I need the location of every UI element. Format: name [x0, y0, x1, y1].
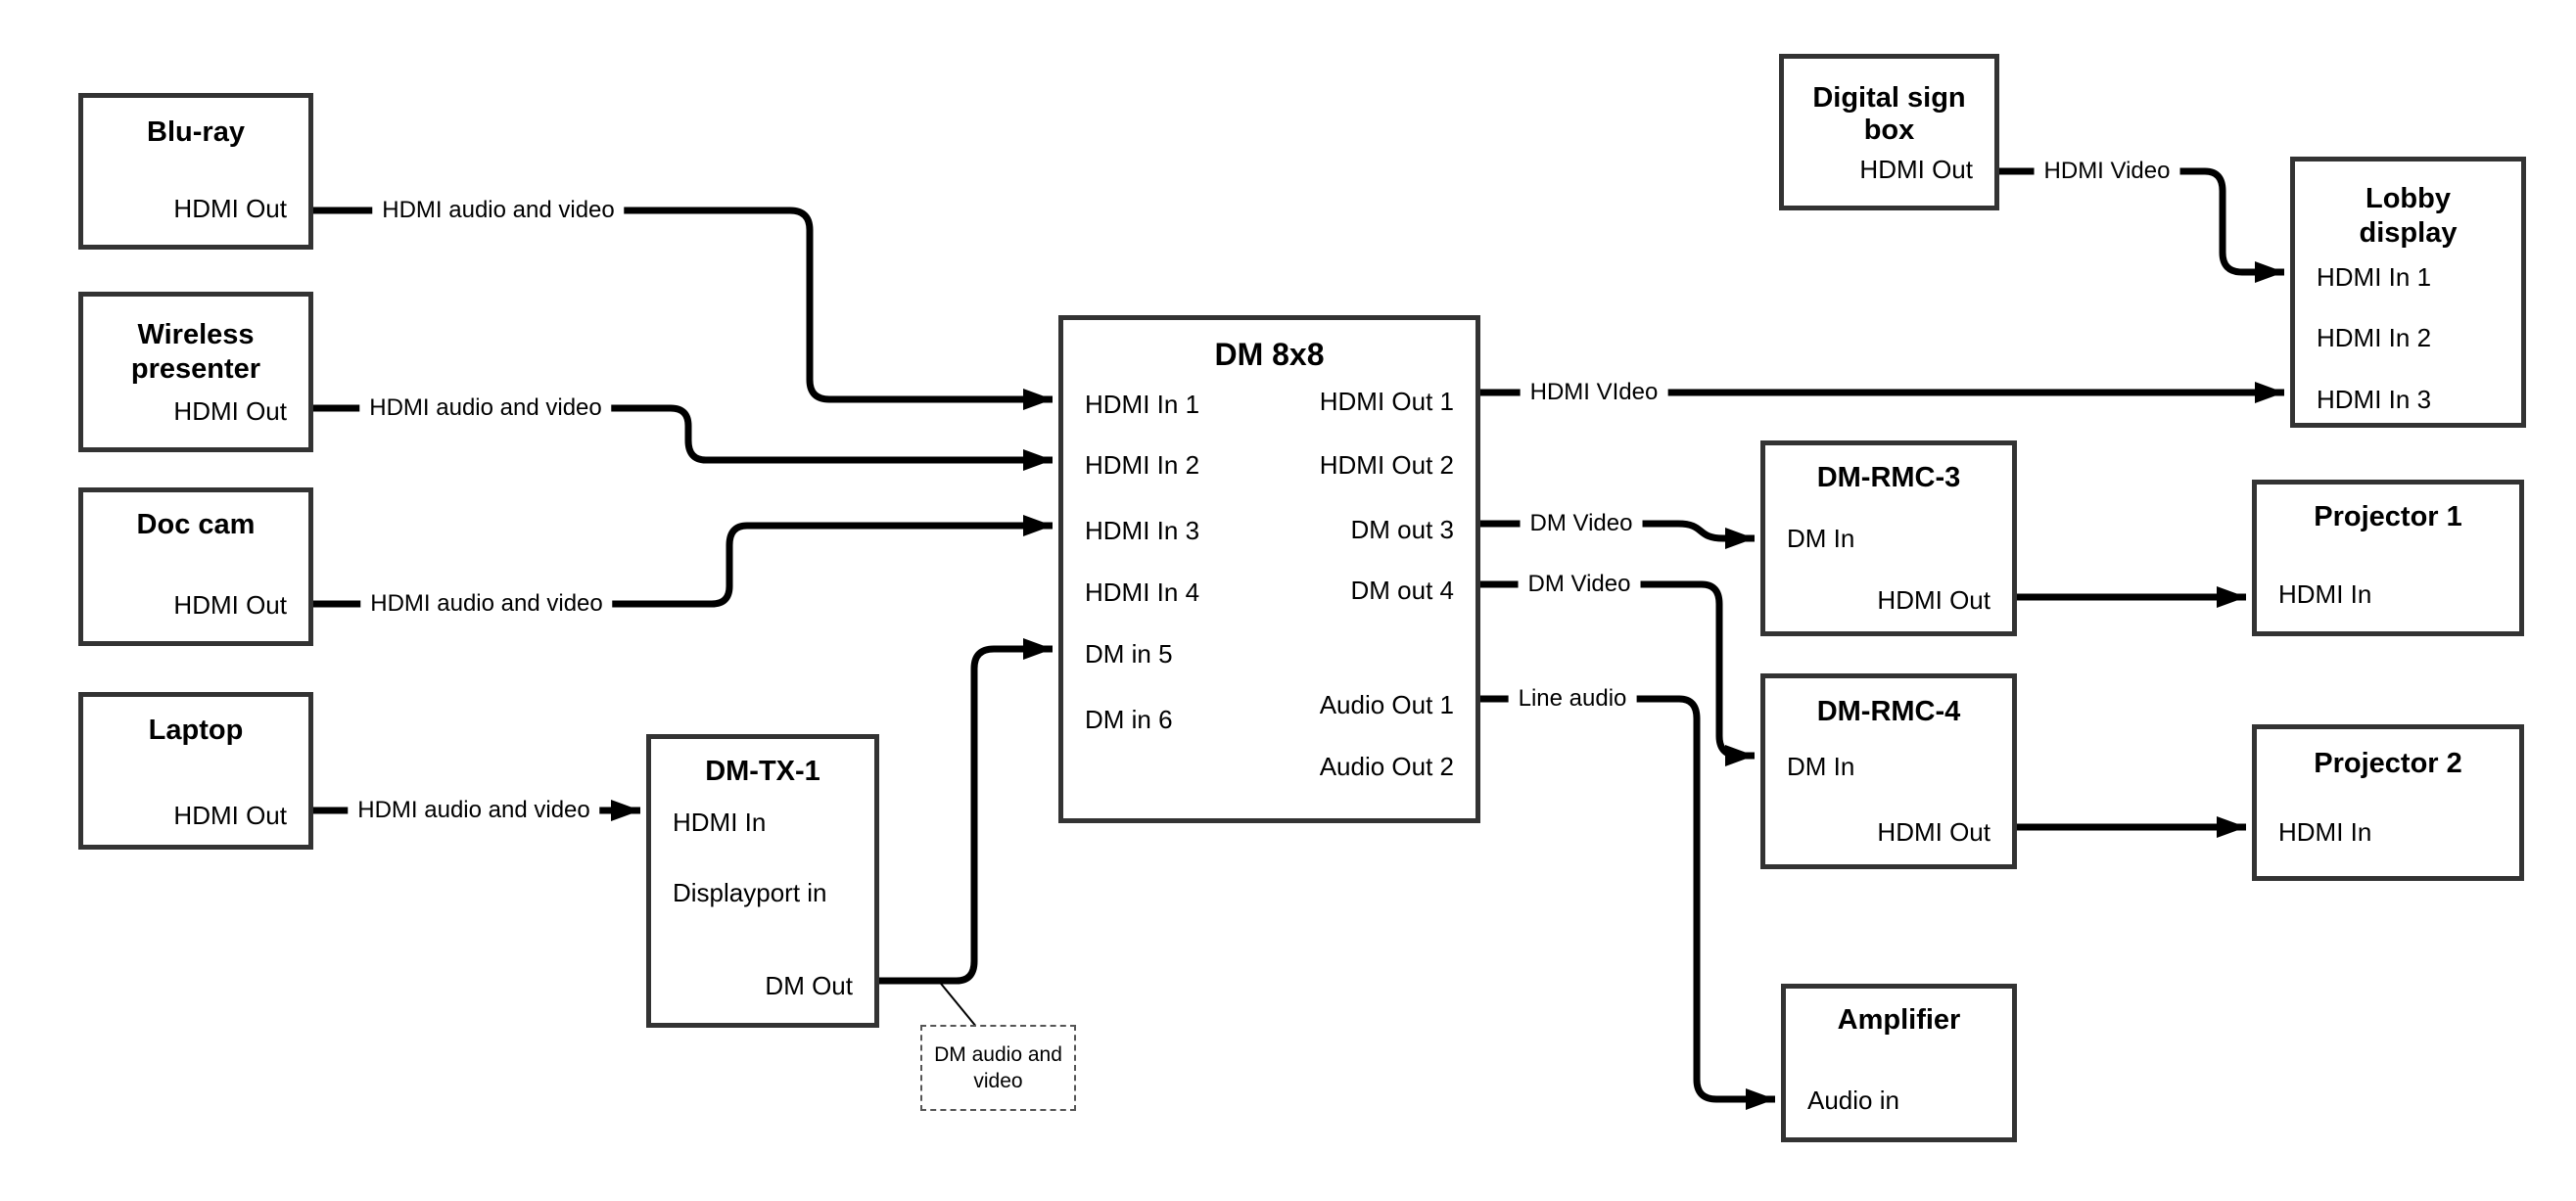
- node-title: Projector 1: [2314, 501, 2462, 532]
- node-title: Projector 2: [2314, 748, 2462, 779]
- node-title: DM-RMC-4: [1816, 696, 1961, 727]
- port-hdmi-in-1: HDMI In 1: [2317, 262, 2432, 292]
- node-digital-sign-box: Digital sign box HDMI Out: [1779, 54, 1999, 210]
- port-dm-in-6: DM in 6: [1085, 705, 1173, 734]
- node-doc-cam: Doc cam HDMI Out: [78, 487, 313, 646]
- node-title: DM-RMC-3: [1816, 462, 1961, 493]
- wire-audio1-to-amplifier: [1478, 695, 1775, 1110]
- node-title: Amplifier: [1837, 1004, 1961, 1036]
- port-hdmi-in: HDMI In: [673, 808, 767, 837]
- node-lobby-display: Lobby display HDMI In 1 HDMI In 2 HDMI I…: [2290, 157, 2526, 428]
- port-audio-in: Audio in: [1807, 1086, 1899, 1115]
- port-hdmi-in-2: HDMI In 2: [1085, 450, 1200, 480]
- node-projector-1: Projector 1 HDMI In: [2252, 480, 2524, 636]
- port-displayport-in: Displayport in: [673, 878, 827, 907]
- wire-sign-to-lobby-in1: [1997, 167, 2284, 283]
- port-hdmi-in: HDMI In: [2278, 579, 2372, 609]
- edge-label-doccam-hdmi-av: HDMI audio and video: [360, 589, 613, 619]
- node-title-line2: presenter: [130, 353, 261, 385]
- node-title-line2: box: [1863, 115, 1915, 146]
- port-dm-out: DM Out: [765, 971, 853, 1000]
- port-dm-in: DM In: [1787, 752, 1855, 781]
- node-title: Blu-ray: [147, 116, 245, 148]
- port-hdmi-out: HDMI Out: [173, 194, 287, 223]
- port-hdmi-in-4: HDMI In 4: [1085, 577, 1200, 607]
- node-title-line1: Digital sign: [1812, 82, 1966, 114]
- port-hdmi-in-1: HDMI In 1: [1085, 390, 1200, 419]
- edge-label-laptop-hdmi-av: HDMI audio and video: [348, 796, 600, 825]
- edge-label-sign-hdmi-video: HDMI Video: [2034, 157, 2180, 186]
- port-hdmi-out-2: HDMI Out 2: [1319, 450, 1454, 480]
- port-hdmi-in-3: HDMI In 3: [2317, 385, 2432, 414]
- node-title-line1: Lobby: [2365, 183, 2451, 214]
- note-dm-audio-and-video: DM audio and video: [920, 1025, 1076, 1111]
- port-hdmi-out: HDMI Out: [173, 590, 287, 620]
- note-callout-line: [936, 978, 978, 1029]
- node-dm-tx-1: DM-TX-1 HDMI In Displayport in DM Out: [646, 734, 879, 1028]
- node-title: DM 8x8: [1214, 337, 1325, 372]
- port-dm-in: DM In: [1787, 524, 1855, 553]
- port-hdmi-in-2: HDMI In 2: [2317, 323, 2432, 352]
- edge-label-bluray-hdmi-av: HDMI audio and video: [372, 196, 625, 225]
- node-title-line1: Wireless: [137, 319, 255, 350]
- wire-doccam-to-dm8x8-in3: [313, 515, 1053, 608]
- node-wireless-presenter: Wireless presenter HDMI Out: [78, 292, 313, 452]
- port-audio-out-2: Audio Out 2: [1319, 752, 1454, 781]
- node-title: Laptop: [148, 715, 244, 746]
- edge-label-wireless-hdmi-av: HDMI audio and video: [359, 393, 612, 423]
- port-hdmi-in-3: HDMI In 3: [1085, 516, 1200, 545]
- wire-wireless-to-dm8x8-in2: [313, 404, 1053, 471]
- wire-out4-to-rmc4-dm-in: [1478, 580, 1755, 766]
- port-hdmi-out: HDMI Out: [1877, 585, 1991, 615]
- node-laptop: Laptop HDMI Out: [78, 692, 313, 850]
- edge-label-dm-video-out3: DM Video: [1520, 509, 1643, 538]
- wire-dmtx1-to-dm8x8-in5: [874, 638, 1053, 985]
- node-dm-8x8: DM 8x8 HDMI In 1 HDMI In 2 HDMI In 3 HDM…: [1058, 315, 1480, 823]
- note-line2: video: [973, 1070, 1023, 1092]
- port-dm-in-5: DM in 5: [1085, 639, 1173, 669]
- port-hdmi-out: HDMI Out: [173, 801, 287, 830]
- node-title: Doc cam: [136, 509, 256, 540]
- port-dm-out-3: DM out 3: [1350, 515, 1455, 544]
- port-hdmi-out: HDMI Out: [1877, 817, 1991, 847]
- wire-bluray-to-dm8x8-in1: [313, 207, 1053, 410]
- node-title-line2: display: [2359, 217, 2458, 249]
- port-hdmi-in: HDMI In: [2278, 817, 2372, 847]
- port-dm-out-4: DM out 4: [1350, 576, 1455, 605]
- port-audio-out-1: Audio Out 1: [1319, 690, 1454, 719]
- node-blu-ray: Blu-ray HDMI Out: [78, 93, 313, 250]
- port-hdmi-out-1: HDMI Out 1: [1319, 387, 1454, 416]
- node-projector-2: Projector 2 HDMI In: [2252, 724, 2524, 881]
- port-hdmi-out: HDMI Out: [1859, 155, 1973, 184]
- node-amplifier: Amplifier Audio in: [1781, 984, 2017, 1142]
- note-line1: DM audio and: [934, 1043, 1062, 1066]
- wire-out3-to-rmc3-dm-in: [1478, 520, 1755, 549]
- node-dm-rmc-4: DM-RMC-4 DM In HDMI Out: [1760, 673, 2017, 869]
- port-hdmi-out: HDMI Out: [173, 396, 287, 426]
- node-title: DM-TX-1: [705, 756, 820, 787]
- edge-label-hdmi-video-out1: HDMI VIdeo: [1520, 378, 1668, 407]
- edge-label-line-audio: Line audio: [1508, 684, 1637, 714]
- edge-label-dm-video-out4: DM Video: [1518, 570, 1641, 599]
- node-dm-rmc-3: DM-RMC-3 DM In HDMI Out: [1760, 440, 2017, 636]
